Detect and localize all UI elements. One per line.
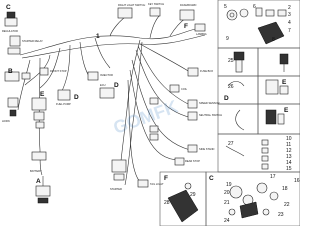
part-13: 13: [286, 154, 292, 160]
callout-d-mid: D: [114, 82, 119, 89]
callout-e-right-1: E: [282, 79, 287, 86]
part-11: 11: [286, 142, 291, 148]
callout-c-top: C: [6, 4, 11, 11]
part-22: 22: [284, 202, 290, 208]
starter-connector: STARTER: [110, 159, 127, 191]
svg-text:RIGHT LIGHT SWITCH: RIGHT LIGHT SWITCH: [118, 3, 145, 7]
dashboard-connector: DASHBOARD: [179, 3, 197, 21]
part-14: 14: [286, 160, 292, 166]
horn-connector: HORN: [2, 97, 19, 123]
callout-e-right-2: E: [284, 107, 289, 114]
regulator: REGULATOR: [2, 11, 18, 33]
svg-text:GOMFK: GOMFK: [111, 96, 181, 138]
part-12: 12: [286, 148, 292, 154]
part-7: 7: [288, 28, 291, 34]
part-25: 25: [228, 58, 234, 64]
svg-text:FUSE BOX: FUSE BOX: [200, 69, 213, 73]
part-20: 20: [224, 190, 230, 196]
part-9: 9: [226, 36, 229, 42]
starter-relay: STARTER RELAY: [7, 35, 43, 55]
relay-a: [35, 176, 51, 204]
callout-c-bottom: C: [209, 175, 214, 182]
svg-text:REGULATOR: REGULATOR: [2, 29, 18, 33]
svg-text:ECU: ECU: [100, 83, 106, 87]
callout-f-bottom: F: [164, 175, 168, 182]
callout-d-right: D: [224, 95, 229, 102]
main-harness: [17, 14, 206, 186]
callout-b: B: [8, 68, 13, 75]
part-4: 4: [288, 20, 291, 26]
svg-text:SPEED SENSOR: SPEED SENSOR: [199, 101, 220, 105]
left-switch-connector: [4, 71, 31, 82]
battery-connector: BATTERY: [30, 151, 47, 173]
svg-text:LAMBDA: LAMBDA: [196, 32, 207, 36]
small-connectors: [149, 97, 159, 141]
callout-a: A: [36, 178, 41, 185]
part-3: 3: [288, 12, 291, 18]
part-15: 15: [286, 166, 292, 172]
injector-connector: INJECTOR: [87, 71, 113, 81]
panel-bottom-c: [205, 171, 301, 227]
svg-text:KEY SWITCH: KEY SWITCH: [148, 2, 164, 6]
part-29: 29: [190, 192, 196, 198]
svg-text:REAR STOP: REAR STOP: [185, 159, 200, 163]
part-27: 27: [228, 141, 234, 147]
diagram-svg: REGULATOR STARTER RELAY FRONT STOP HORN …: [2, 0, 301, 227]
part-21: 21: [224, 200, 230, 206]
part-17: 17: [270, 174, 276, 180]
part-24: 24: [224, 218, 230, 224]
callout-d-left: D: [74, 94, 79, 101]
svg-text:FRONT STOP: FRONT STOP: [50, 69, 67, 73]
svg-text:TAIL LIGHT: TAIL LIGHT: [150, 182, 164, 186]
ecu-main: ECU: [99, 83, 115, 99]
svg-text:FUEL PUMP: FUEL PUMP: [56, 102, 71, 106]
svg-text:COIL: COIL: [181, 87, 188, 91]
tail-light-connector: TAIL LIGHT: [137, 179, 164, 188]
svg-text:INJECTOR: INJECTOR: [100, 73, 113, 77]
svg-text:BATTERY: BATTERY: [30, 169, 42, 173]
part-16: 16: [294, 178, 300, 184]
part-26: 26: [228, 84, 234, 90]
svg-text:NEUTRAL SWITCH: NEUTRAL SWITCH: [199, 113, 222, 117]
svg-text:SIDE STAND: SIDE STAND: [199, 147, 214, 151]
coil-connector: COIL: [169, 84, 188, 93]
wiring-diagram: REGULATOR STARTER RELAY FRONT STOP HORN …: [2, 0, 301, 227]
callout-f-top: F: [184, 23, 188, 30]
part-10: 10: [286, 136, 292, 142]
part-numbers: 2 3 4 5 6 7 8 9 10 11 12 13 14 15 16 17 …: [164, 4, 300, 224]
part-23: 23: [278, 212, 284, 218]
callout-letters: C B A D E F D 1 D E E C F: [6, 4, 289, 185]
fuse-box-connector: FUSE BOX: [187, 67, 213, 77]
fuel-pump-connector: FUEL PUMP: [56, 89, 71, 106]
number-1: 1: [96, 33, 100, 40]
part-8: 8: [272, 37, 275, 43]
svg-text:DASHBOARD: DASHBOARD: [180, 3, 197, 7]
watermark: GOMFK: [111, 96, 181, 138]
panel-top-right: [217, 0, 301, 49]
part-5: 5: [224, 4, 227, 10]
part-18: 18: [282, 186, 288, 192]
part-28: 28: [164, 200, 170, 206]
lambda-connector: LAMBDA: [194, 23, 207, 36]
part-19: 19: [226, 182, 232, 188]
svg-text:HORN: HORN: [2, 119, 10, 123]
right-switch-connector: RIGHT LIGHT SWITCH: [117, 3, 145, 19]
callout-e-left: E: [40, 91, 45, 98]
speed-sensor-connector: SPEED SENSOR NEUTRAL SWITCH: [187, 99, 222, 121]
panel-fuse-right: [217, 75, 301, 105]
front-stop-connector: FRONT STOP: [39, 67, 67, 76]
part-6: 6: [253, 4, 256, 10]
ecu-connector-left: [31, 97, 47, 129]
part-2: 2: [288, 5, 291, 11]
key-switch-connector: KEY SWITCH: [148, 2, 164, 17]
svg-text:STARTER RELAY: STARTER RELAY: [22, 39, 43, 43]
side-stand-connector: SIDE STAND: [187, 144, 214, 153]
svg-text:STARTER: STARTER: [110, 187, 122, 191]
rear-stop-connector: REAR STOP: [174, 157, 200, 166]
